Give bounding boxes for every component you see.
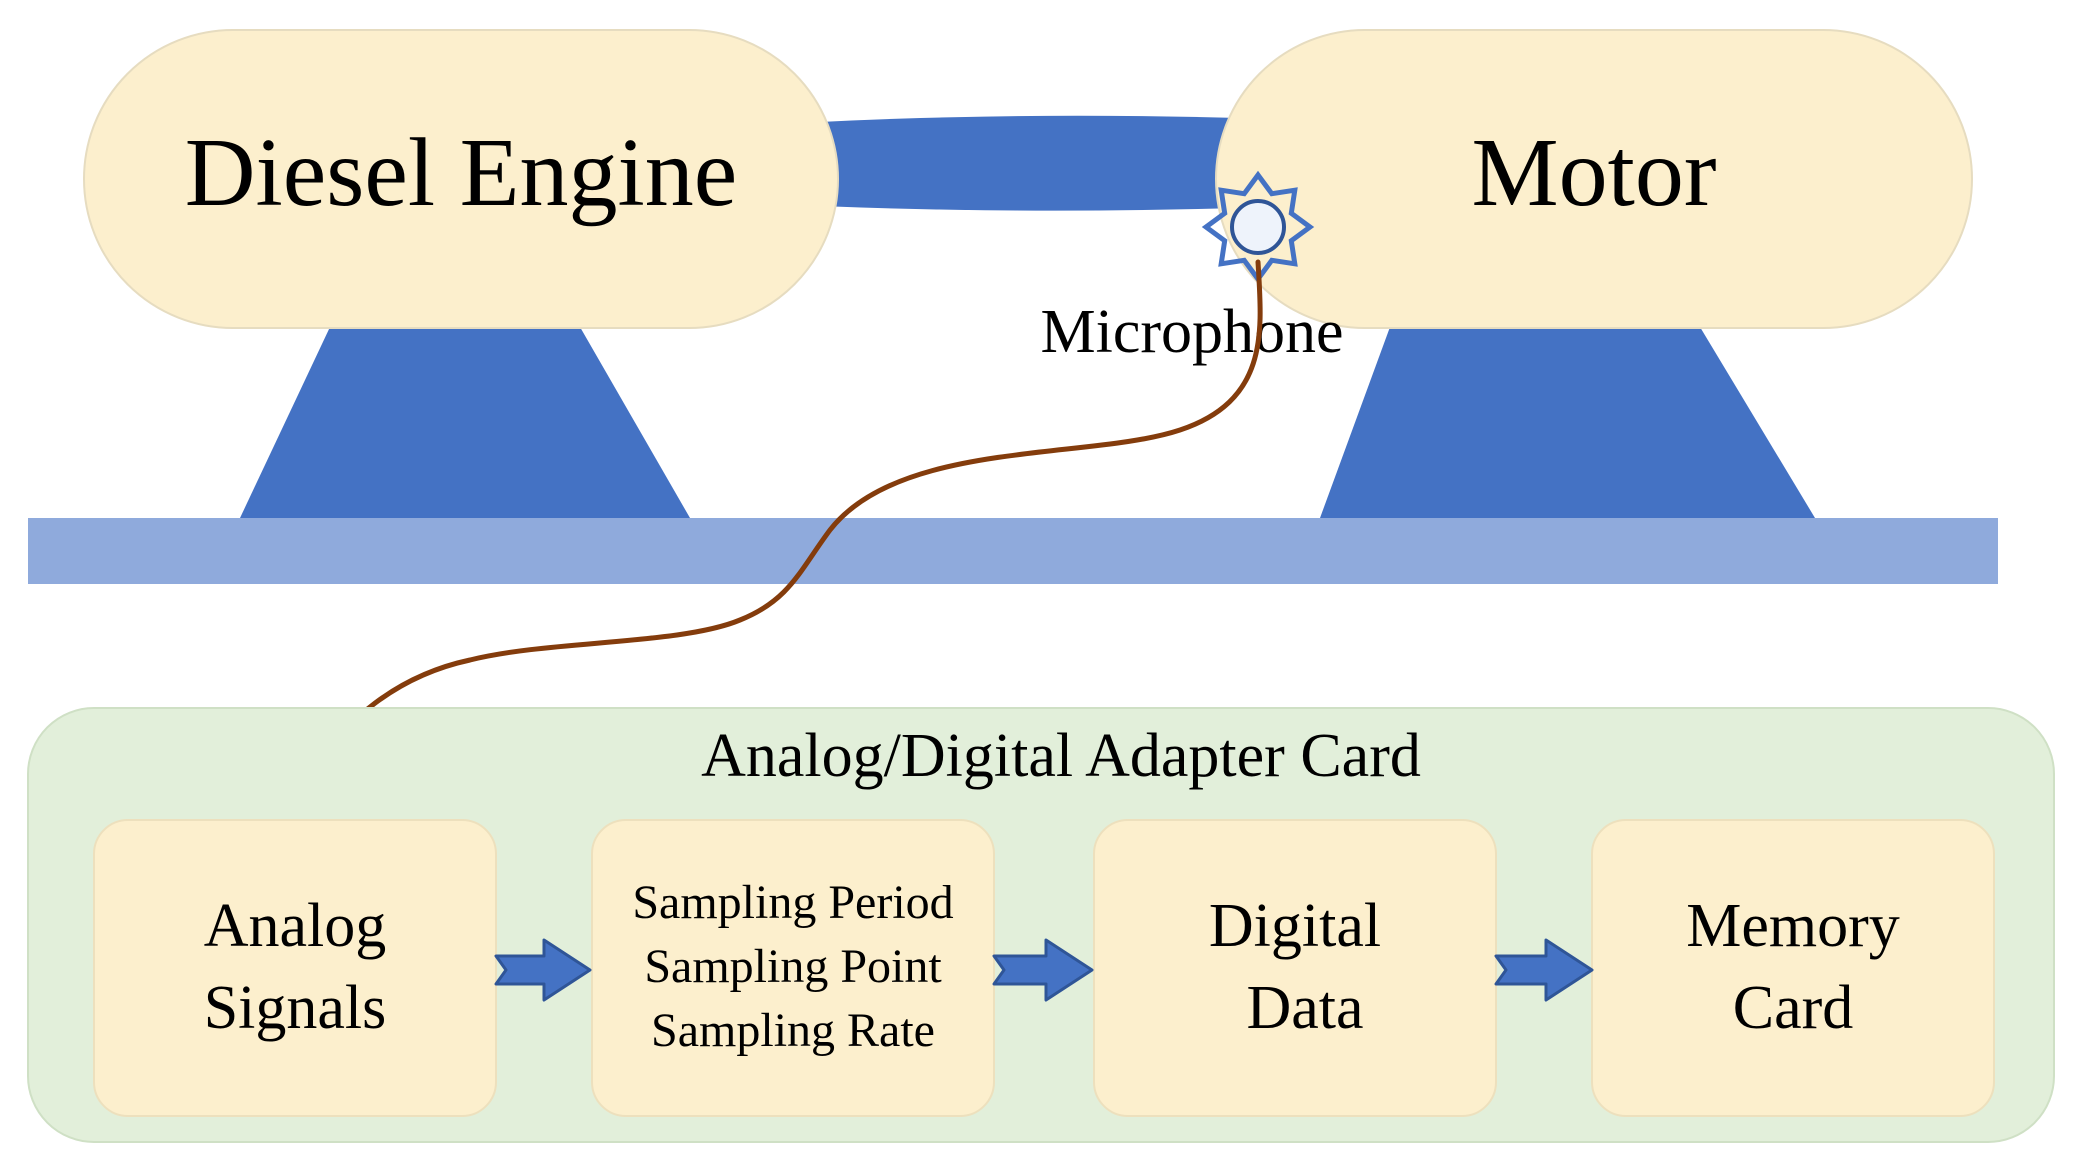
adapter-card: Analog/Digital Adapter Card Analog Signa… [27, 707, 2055, 1143]
adapter-card-title: Analog/Digital Adapter Card [701, 722, 1421, 790]
sampling-line-3: Sampling Rate [651, 1004, 935, 1057]
motor-mount [1320, 327, 1815, 518]
diesel-engine-box [83, 29, 839, 329]
digital-data-line-1: Digital [1209, 892, 1381, 960]
sampling-line-2: Sampling Point [644, 940, 942, 993]
sampling-block [591, 819, 995, 1117]
memory-card-line-1: Memory [1686, 892, 1900, 960]
analog-signals-line-1: Analog [204, 892, 387, 960]
microphone-label: Microphone [1040, 298, 1343, 366]
diesel-engine-label: Diesel Engine [185, 119, 737, 227]
digital-data-block [1093, 819, 1497, 1117]
base-plate [28, 518, 1998, 584]
adapter-card-panel [27, 707, 2055, 1143]
analog-signals-line-2: Signals [204, 974, 387, 1042]
sampling-line-1: Sampling Period [632, 876, 953, 929]
motor-label: Motor [1472, 119, 1717, 227]
coupling-shaft [820, 115, 1240, 211]
microphone-sensor: Microphone [1040, 170, 1344, 366]
digital-data-line-2: Data [1246, 974, 1363, 1042]
flow-arrow-2 [992, 938, 1094, 1002]
motor-box [1215, 29, 1973, 329]
flow-arrow-3 [1494, 938, 1594, 1002]
engine-mount [240, 327, 690, 518]
flow-arrow-1 [494, 938, 592, 1002]
microphone-disc [1230, 199, 1286, 255]
analog-signals-block [93, 819, 497, 1117]
cable-path [307, 259, 1263, 783]
memory-card-line-2: Card [1733, 974, 1854, 1042]
memory-card-block [1591, 819, 1995, 1117]
mechanical-setup: Diesel Engine Motor [28, 29, 1998, 584]
